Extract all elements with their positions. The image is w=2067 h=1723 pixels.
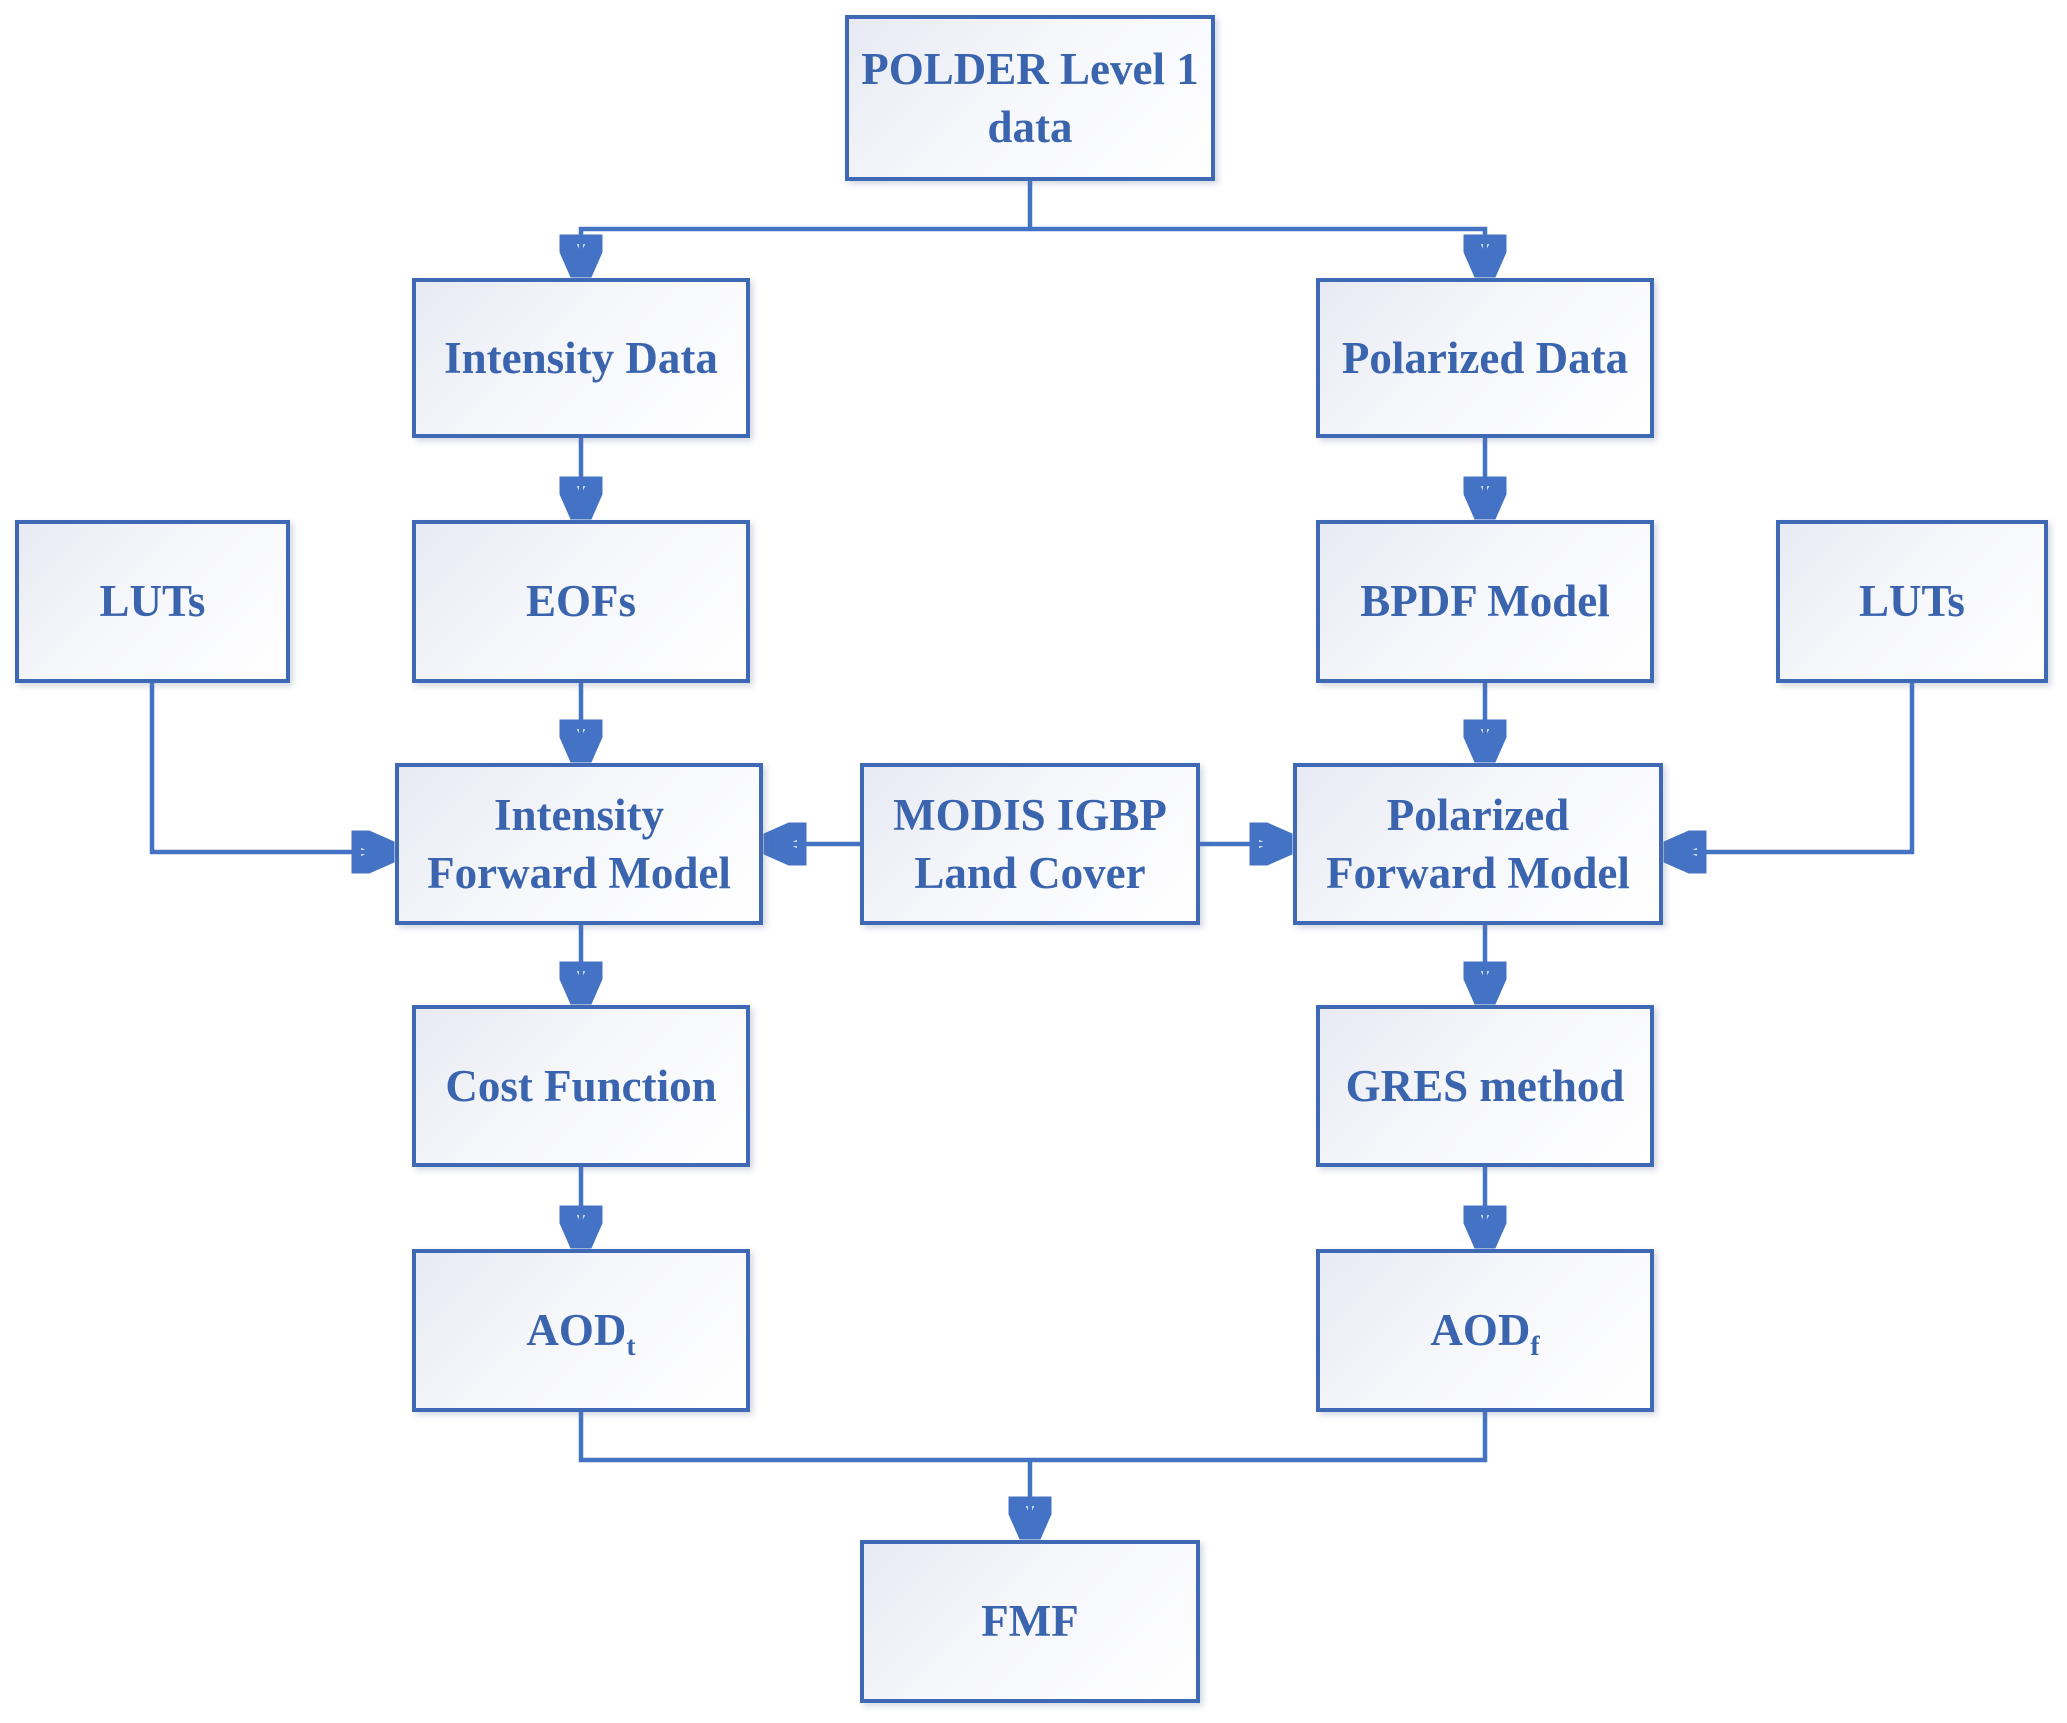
node-eofs: EOFs xyxy=(412,520,750,683)
node-label: MODIS IGBP Land Cover xyxy=(893,789,1167,899)
node-fmf: FMF xyxy=(860,1540,1200,1703)
node-luts-right: LUTs xyxy=(1776,520,2048,683)
node-gres-method: GRES method xyxy=(1316,1005,1654,1167)
node-label-subscript: t xyxy=(626,1331,636,1363)
node-label: Intensity Forward Model xyxy=(427,789,731,899)
node-label: LUTs xyxy=(99,576,206,627)
node-modis-igbp-land-cover: MODIS IGBP Land Cover xyxy=(860,763,1200,925)
node-intensity-data: Intensity Data xyxy=(412,278,750,438)
node-aod-f: AODf xyxy=(1316,1249,1654,1412)
node-intensity-forward-model: Intensity Forward Model xyxy=(395,763,763,925)
node-label: Intensity Data xyxy=(444,332,718,383)
node-label: GRES method xyxy=(1345,1060,1625,1111)
node-label: Cost Function xyxy=(445,1060,717,1111)
node-label-subscript: f xyxy=(1530,1331,1540,1363)
node-polder-level1-data: POLDER Level 1 data xyxy=(845,15,1215,181)
node-bpdf-model: BPDF Model xyxy=(1316,520,1654,683)
node-label: Polarized Forward Model xyxy=(1326,789,1630,899)
node-label: LUTs xyxy=(1859,576,1965,627)
edge-aod-merge-bar xyxy=(578,1412,1488,1463)
node-label: EOFs xyxy=(525,576,637,627)
edge-lutsleft-ifm xyxy=(149,683,390,852)
node-label: BPDF Model xyxy=(1360,576,1610,627)
node-polarized-forward-model: Polarized Forward Model xyxy=(1293,763,1663,925)
node-label: Polarized Data xyxy=(1341,332,1629,383)
node-label: AODt xyxy=(526,1305,636,1363)
node-cost-function: Cost Function xyxy=(412,1005,750,1167)
node-polarized-data: Polarized Data xyxy=(1316,278,1654,438)
edge-lutsright-pfm xyxy=(1668,683,1915,852)
node-label: AODf xyxy=(1430,1305,1540,1363)
node-luts-left: LUTs xyxy=(15,520,290,683)
node-label: POLDER Level 1 data xyxy=(861,43,1199,153)
node-aod-t: AODt xyxy=(412,1249,750,1412)
node-label: FMF xyxy=(981,1596,1079,1647)
edge-polder-split xyxy=(581,226,1485,273)
